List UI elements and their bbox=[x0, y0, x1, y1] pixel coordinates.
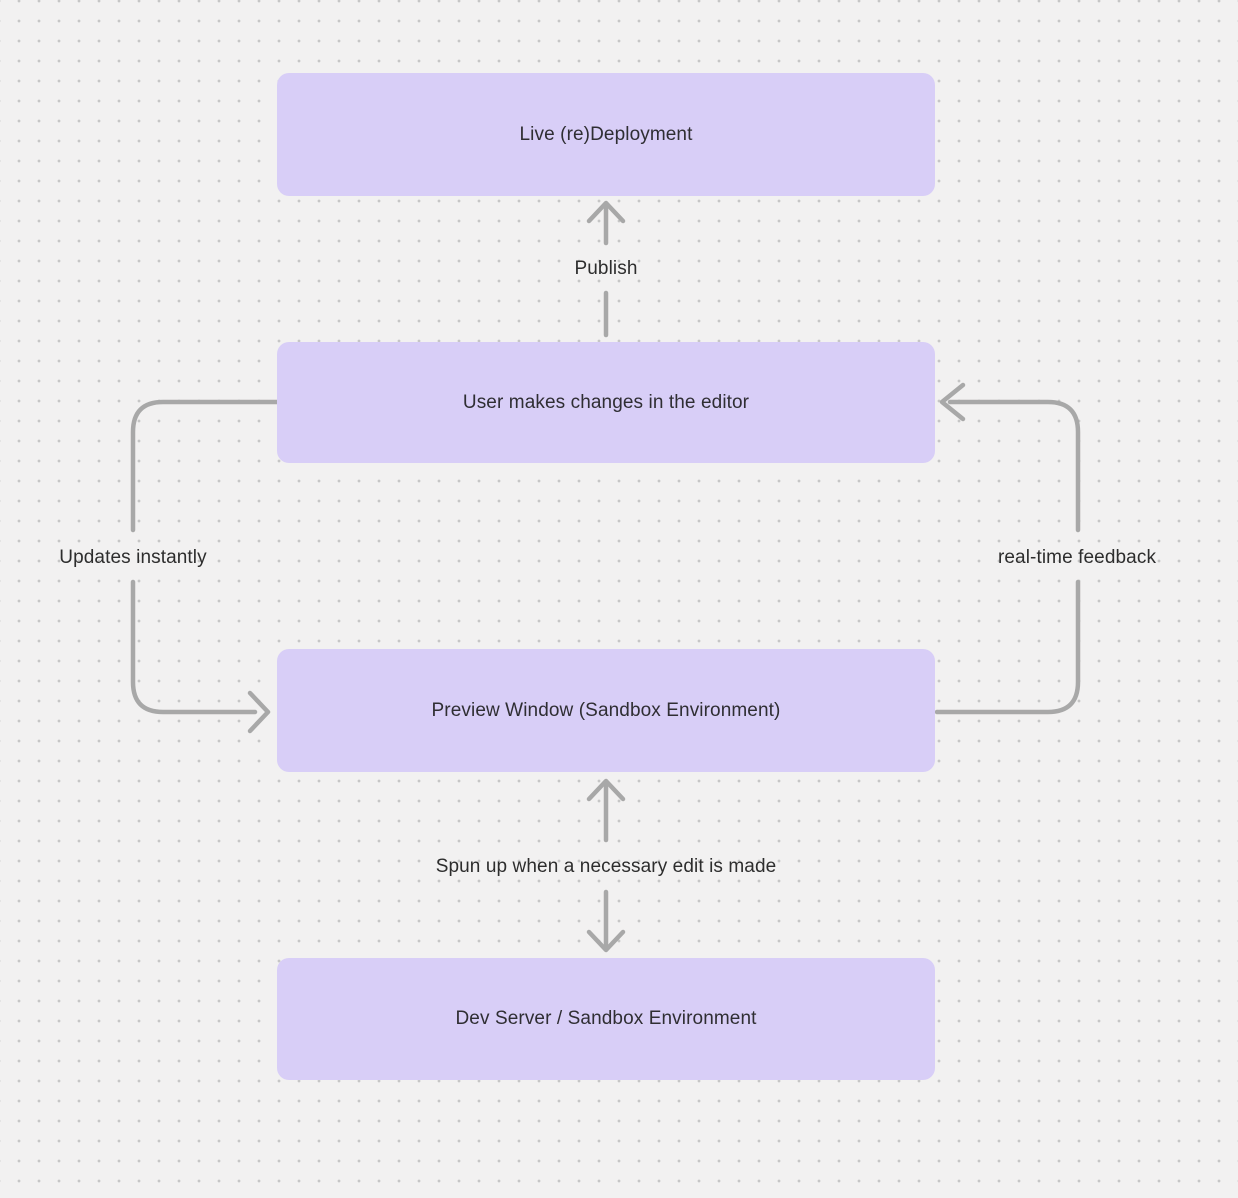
node-dev-server: Dev Server / Sandbox Environment bbox=[277, 958, 935, 1080]
node-live-redeployment-label: Live (re)Deployment bbox=[519, 123, 693, 145]
edge-feedback-segment-lower bbox=[934, 579, 1081, 715]
edge-label-spun-up: Spun up when a necessary edit is made bbox=[435, 856, 777, 877]
node-user-changes-label: User makes changes in the editor bbox=[462, 391, 750, 413]
edge-label-updates-instantly: Updates instantly bbox=[59, 547, 207, 568]
edge-spunup-arrowhead-down-icon bbox=[586, 929, 626, 953]
node-dev-server-label: Dev Server / Sandbox Environment bbox=[455, 1008, 757, 1030]
node-preview-window: Preview Window (Sandbox Environment) bbox=[277, 649, 935, 772]
edge-updates-segment-upper bbox=[130, 399, 280, 533]
edge-label-real-time-feedback: real-time feedback bbox=[997, 547, 1157, 568]
edge-label-publish: Publish bbox=[574, 258, 638, 279]
edge-feedback-arrowhead-left-icon bbox=[939, 382, 966, 422]
edge-updates-segment-lower bbox=[130, 579, 258, 715]
edge-updates-arrowhead-right-icon bbox=[247, 690, 271, 734]
edge-publish-arrowhead-up-icon bbox=[586, 200, 626, 224]
node-user-changes: User makes changes in the editor bbox=[277, 342, 935, 463]
edge-spunup-arrowhead-up-icon bbox=[586, 778, 626, 802]
node-preview-window-label: Preview Window (Sandbox Environment) bbox=[431, 699, 781, 721]
node-live-redeployment: Live (re)Deployment bbox=[277, 73, 935, 196]
edge-feedback-segment-upper bbox=[947, 399, 1081, 533]
